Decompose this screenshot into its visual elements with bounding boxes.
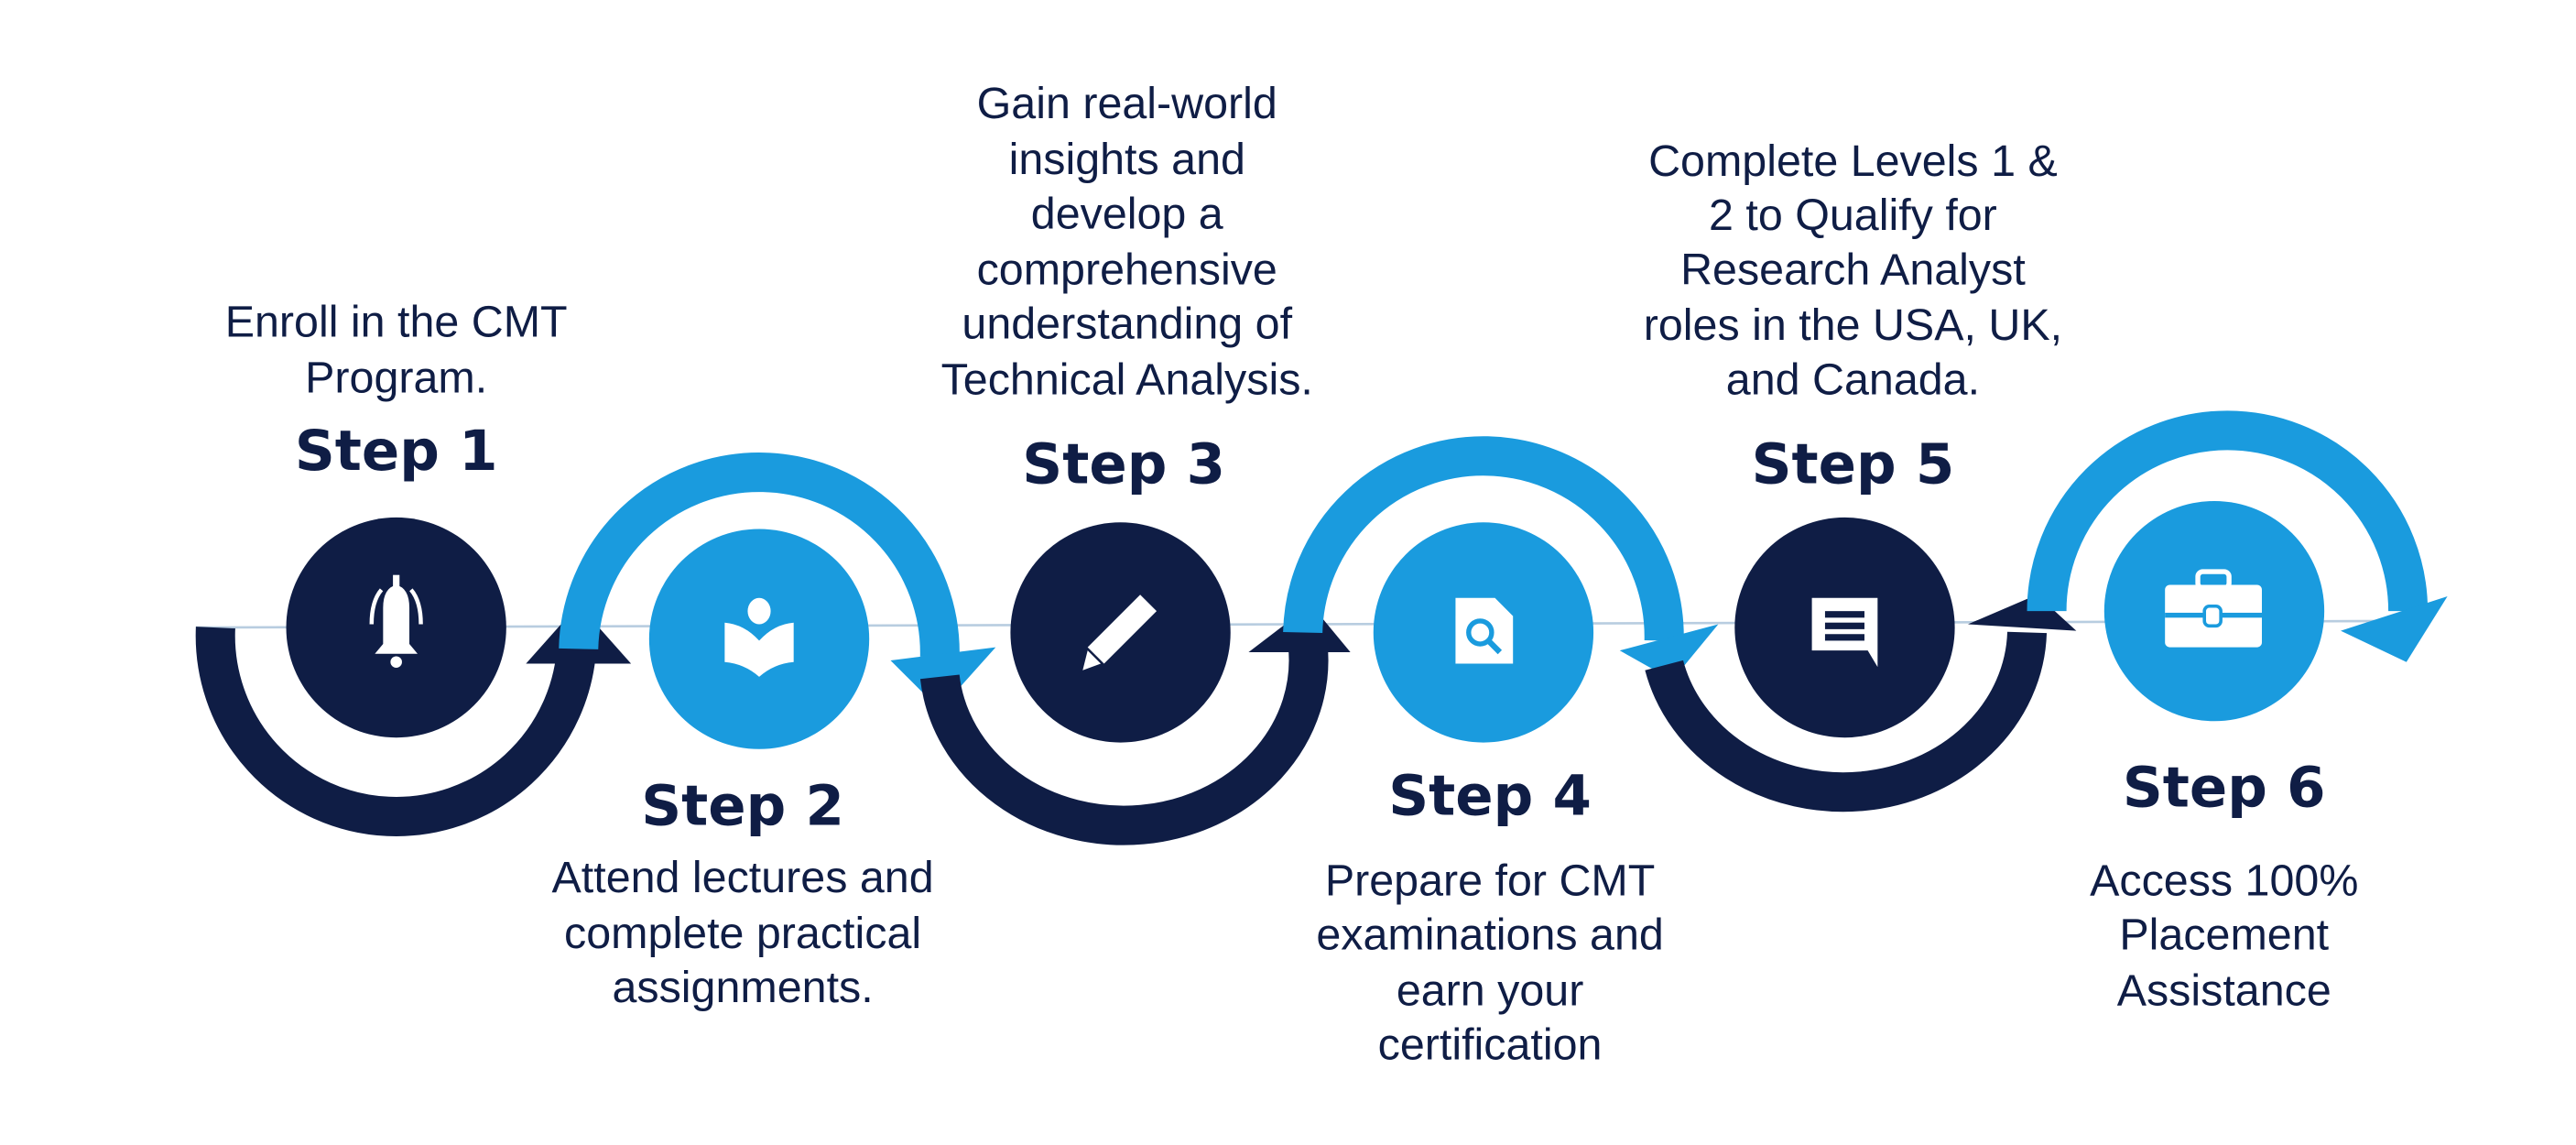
step-5-title: Step 5 <box>1752 431 1955 496</box>
step-2-text: Step 2 Attend lectures and complete prac… <box>552 773 934 1012</box>
step-4-circle <box>1373 522 1594 743</box>
step-6-circle <box>2103 500 2325 722</box>
step-5-description-line: Complete Levels 1 & <box>1648 136 2058 186</box>
step-1-text: Enroll in the CMT Program. Step 1 <box>225 298 568 484</box>
step-5-description-line: and Canada. <box>1726 354 1980 404</box>
arrow-down-icon <box>1619 624 1719 681</box>
step-3-description-line: develop a <box>1031 189 1223 238</box>
step-6-description-line: Access 100% <box>2090 856 2358 905</box>
step-6-arc <box>2027 410 2448 662</box>
step-6-description-line: Placement <box>2119 911 2329 960</box>
step-2-title: Step 2 <box>641 773 844 838</box>
step-2-circle <box>648 529 870 749</box>
step-5-description-line: 2 to Qualify for <box>1709 191 1997 240</box>
step-1-description-line: Enroll in the CMT <box>225 298 568 347</box>
step-4-arc <box>1283 436 1719 681</box>
step-1-title: Step 1 <box>295 419 498 484</box>
step-4-description-line: Prepare for CMT <box>1325 856 1655 905</box>
step-1-circle <box>286 517 506 738</box>
reading-book-icon <box>724 597 794 677</box>
step-6-description-line: Assistance <box>2117 966 2331 1016</box>
step-2-description-line: complete practical <box>564 909 921 958</box>
arrow-down-icon <box>2341 596 2448 662</box>
step-3-text: Gain real-world insights and develop a c… <box>941 79 1313 496</box>
step-3-description-line: Technical Analysis. <box>941 354 1313 404</box>
step-2-description-line: Attend lectures and <box>552 853 934 902</box>
arrow-up-icon <box>1967 594 2077 631</box>
step-5-circle <box>1734 517 1955 738</box>
step-4-text: Step 4 Prepare for CMT examinations and … <box>1316 764 1663 1070</box>
bell-icon <box>369 574 423 669</box>
step-1-description-line: Program. <box>305 354 487 403</box>
document-search-icon <box>1455 597 1514 664</box>
step-4-description-line: examinations and <box>1316 911 1663 960</box>
step-3-description-line: understanding of <box>962 299 1292 348</box>
step-3-description-line: Gain real-world <box>977 79 1277 128</box>
step-6-text: Step 6 Access 100% Placement Assistance <box>2090 756 2358 1016</box>
step-3-description-line: insights and <box>1009 135 1245 184</box>
message-icon <box>1811 597 1878 668</box>
step-4-description-line: certification <box>1378 1020 1603 1070</box>
step-3-description-line: comprehensive <box>977 245 1277 294</box>
step-5-description-line: roles in the USA, UK, <box>1644 300 2062 350</box>
briefcase-icon <box>2165 569 2262 648</box>
step-3-title: Step 3 <box>1022 431 1225 496</box>
step-5-text: Complete Levels 1 & 2 to Qualify for Res… <box>1644 136 2062 496</box>
step-6-title: Step 6 <box>2123 756 2326 821</box>
step-3-circle <box>1010 522 1231 743</box>
step-4-description-line: earn your <box>1397 966 1584 1016</box>
step-5-arc <box>1645 594 2077 812</box>
step-2-description-line: assignments. <box>612 963 873 1012</box>
step-4-title: Step 4 <box>1388 764 1592 829</box>
step-5-description-line: Research Analyst <box>1680 245 2026 294</box>
